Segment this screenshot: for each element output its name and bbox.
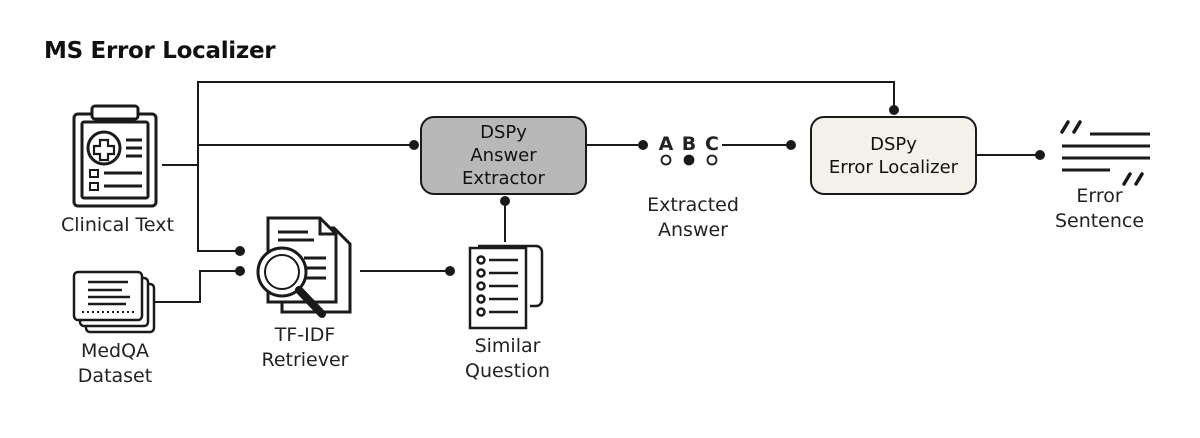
connector-dot [235,266,245,276]
connector-dot [786,140,796,150]
extracted-answer-label-line1: Extracted [647,194,739,216]
clinical-text-label: Clinical Text [50,213,185,238]
error-localizer-box: DSPy Error Localizer [810,116,977,195]
answer-extractor-line2: Answer [470,145,537,166]
connector-dot [235,246,245,256]
extracted-answer-label: Extracted Answer [628,193,758,243]
connector-clinical-to-retriever [197,145,236,252]
tfidf-label-line1: TF-IDF [274,324,336,346]
similar-question-label: Similar Question [450,334,565,384]
clinical-text-label-text: Clinical Text [61,214,174,236]
error-sentence-label-line2: Sentence [1054,210,1145,232]
error-sentence-label-line1: Error [1076,185,1123,207]
tfidf-label: TF-IDF Retriever [250,323,360,373]
connector-dot [638,140,648,150]
quote-lines-icon [1060,120,1150,186]
connector-clinical-to-error-localizer [162,81,895,166]
medqa-label: MedQA Dataset [60,339,170,389]
error-sentence-label: Error Sentence [1042,184,1157,234]
answer-extractor-line3: Extractor [462,168,545,189]
medqa-label-line1: MedQA [80,340,150,362]
question-list-icon [468,244,544,330]
answer-extractor-box: DSPy Answer Extractor [420,116,587,195]
connector-dot [500,196,510,206]
choice-letter-a: A [659,133,674,155]
answer-extractor-line1: DSPy [480,122,527,143]
medqa-label-line2: Dataset [77,365,153,387]
connector-dots [235,105,1045,276]
error-localizer-line2: Error Localizer [828,156,959,178]
connectors [154,81,1036,303]
document-search-icon [256,216,352,318]
connector-medqa-to-retriever [154,270,236,303]
choice-circle-a [660,154,672,166]
connector-dot [1035,150,1045,160]
diagram-title: MS Error Localizer [44,38,276,64]
error-localizer-line1: DSPy [870,133,917,155]
choice-circle-b [683,154,695,166]
connector-dot [889,105,899,115]
connector-dot [445,266,455,276]
clinical-document-icon [72,104,158,208]
choice-circle-c [706,154,718,166]
similar-label-line2: Question [465,360,550,382]
choice-letter-b: B [682,133,696,155]
stacked-documents-icon [72,270,156,334]
connector-dot [409,140,419,150]
extracted-answer-label-line2: Answer [658,219,728,241]
answer-choice-circles [660,154,718,166]
choice-letter-c: C [705,133,719,155]
tfidf-label-line2: Retriever [261,349,349,371]
similar-label-line1: Similar [474,335,541,357]
